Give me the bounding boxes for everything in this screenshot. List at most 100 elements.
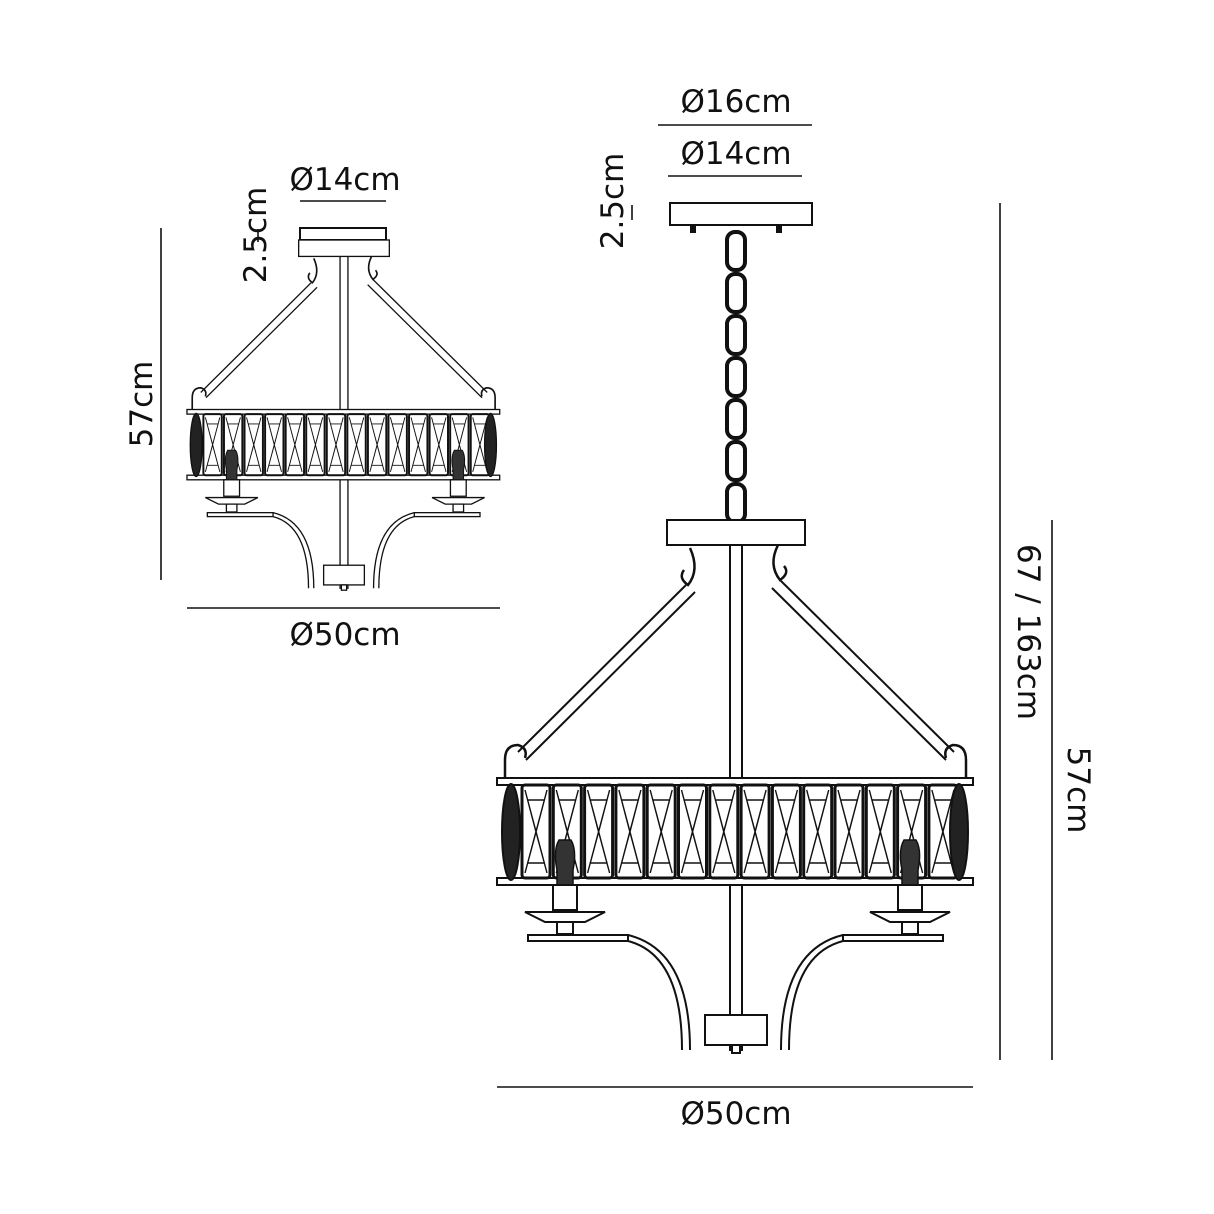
socket bbox=[897, 884, 923, 911]
canopy-screw-right bbox=[776, 225, 782, 233]
drip-plate bbox=[205, 496, 259, 505]
large-width-label: Ø50cm bbox=[680, 1096, 791, 1132]
crystal-panel bbox=[202, 413, 223, 477]
pendant-fixture-drawing bbox=[496, 202, 974, 1054]
crystal-facet-lines bbox=[369, 417, 385, 473]
canopy-screw-left bbox=[690, 225, 696, 233]
crystal-facet-lines bbox=[837, 789, 861, 874]
crystal-panel bbox=[428, 413, 449, 477]
hook-top-right bbox=[772, 544, 788, 582]
body-height-label: 57cm bbox=[1060, 747, 1096, 834]
lamp-holder bbox=[869, 839, 951, 935]
arm-right-curve bbox=[372, 512, 415, 589]
small-canopy bbox=[299, 227, 387, 241]
crystal-facet-lines bbox=[555, 789, 579, 874]
crystal-facet-lines bbox=[287, 417, 303, 473]
support-rod-right bbox=[367, 278, 488, 399]
bulb bbox=[451, 449, 466, 484]
ceiling-plate bbox=[298, 239, 390, 258]
crystal-facet-lines bbox=[410, 417, 426, 473]
large-canopy-inner-diameter-label: Ø14cm bbox=[680, 136, 791, 172]
crystal-panel bbox=[264, 413, 285, 477]
hook-left bbox=[191, 387, 207, 410]
crystal-facet-lines bbox=[774, 789, 799, 874]
crystal-facet-lines bbox=[868, 789, 892, 874]
bulb bbox=[554, 839, 576, 891]
support-rod-left bbox=[517, 584, 696, 761]
arm-left-curve bbox=[627, 934, 691, 1051]
chain-link bbox=[725, 398, 747, 440]
crystal-facet-lines bbox=[328, 417, 344, 473]
center-hub bbox=[704, 1014, 768, 1046]
end-crystal-left bbox=[501, 783, 521, 881]
crystal-panel bbox=[645, 783, 677, 880]
crystal-facet-lines bbox=[246, 417, 262, 473]
crystal-facet-lines bbox=[712, 789, 736, 874]
chain-link bbox=[725, 230, 747, 272]
crystal-panel bbox=[305, 413, 326, 477]
crystal-facet-lines bbox=[618, 789, 642, 874]
arm-left-base bbox=[527, 934, 629, 942]
crystal-panel bbox=[408, 413, 429, 477]
overall-height-label: 67 / 163cm bbox=[1010, 544, 1046, 720]
support-rod-right bbox=[771, 579, 955, 761]
small-width-label: Ø50cm bbox=[289, 617, 400, 653]
drip-plate bbox=[431, 496, 485, 505]
crystal-facet-lines bbox=[649, 789, 673, 874]
crystal-facet-lines bbox=[390, 417, 406, 473]
canopy bbox=[669, 202, 813, 226]
drip-plate bbox=[524, 911, 606, 923]
crystal-panel bbox=[770, 783, 802, 880]
crystal-facet-lines bbox=[806, 789, 830, 874]
finial bbox=[731, 1044, 741, 1054]
crystal-facet-lines bbox=[586, 789, 611, 874]
arm-left-base bbox=[206, 511, 274, 518]
end-crystal-right bbox=[949, 783, 969, 881]
crystal-panel bbox=[802, 783, 834, 880]
hook-top-right bbox=[367, 256, 378, 281]
arm-right-base bbox=[842, 934, 944, 942]
ceiling-plate bbox=[666, 519, 806, 546]
crystal-facet-lines bbox=[743, 789, 767, 874]
crystal-facet-lines bbox=[680, 789, 705, 874]
crystal-facet-lines bbox=[307, 417, 324, 473]
crystal-panel bbox=[243, 413, 264, 477]
support-rod-left bbox=[200, 282, 318, 399]
crystal-facet-lines bbox=[899, 789, 924, 874]
crystal-panel bbox=[864, 783, 896, 880]
crystal-panel bbox=[677, 783, 708, 880]
drip-plate bbox=[869, 911, 951, 923]
large-dimensions: Ø16cm Ø14cm 2.5cm 67 / 163cm 57cm Ø50cm bbox=[497, 84, 1096, 1132]
bulb bbox=[899, 839, 921, 891]
finial bbox=[340, 584, 348, 591]
small-dimensions: Ø14cm 2.5cm 57cm Ø50cm bbox=[124, 162, 500, 653]
crystal-panel bbox=[366, 413, 388, 477]
crystal-facet-lines bbox=[524, 789, 548, 874]
hook-left bbox=[503, 743, 527, 778]
crystal-panel bbox=[520, 783, 552, 880]
crystal-panel bbox=[833, 783, 865, 880]
lamp-holder bbox=[205, 449, 259, 513]
chain-link bbox=[725, 314, 747, 356]
cup-stem bbox=[901, 921, 919, 935]
crystal-facet-lines bbox=[266, 417, 282, 473]
lamp-holder bbox=[524, 839, 606, 935]
crystal-facet-lines bbox=[472, 417, 488, 473]
crystal-panel bbox=[284, 413, 306, 477]
crystal-panel bbox=[739, 783, 771, 880]
hook-right bbox=[480, 387, 496, 410]
crystal-panel bbox=[708, 783, 740, 880]
socket bbox=[552, 884, 578, 911]
arm-right-base bbox=[413, 511, 481, 518]
crystal-panel bbox=[387, 413, 408, 477]
hook-right bbox=[944, 743, 968, 778]
large-canopy-outer-diameter-label: Ø16cm bbox=[680, 84, 791, 120]
chain-link bbox=[725, 356, 747, 398]
semi-flush-fixture-drawing bbox=[186, 227, 501, 591]
center-hub bbox=[322, 564, 366, 586]
large-canopy-height-label: 2.5cm bbox=[595, 153, 631, 250]
crystal-facet-lines bbox=[931, 789, 955, 874]
end-crystal-left bbox=[189, 412, 203, 478]
arm-left-curve bbox=[272, 512, 315, 589]
